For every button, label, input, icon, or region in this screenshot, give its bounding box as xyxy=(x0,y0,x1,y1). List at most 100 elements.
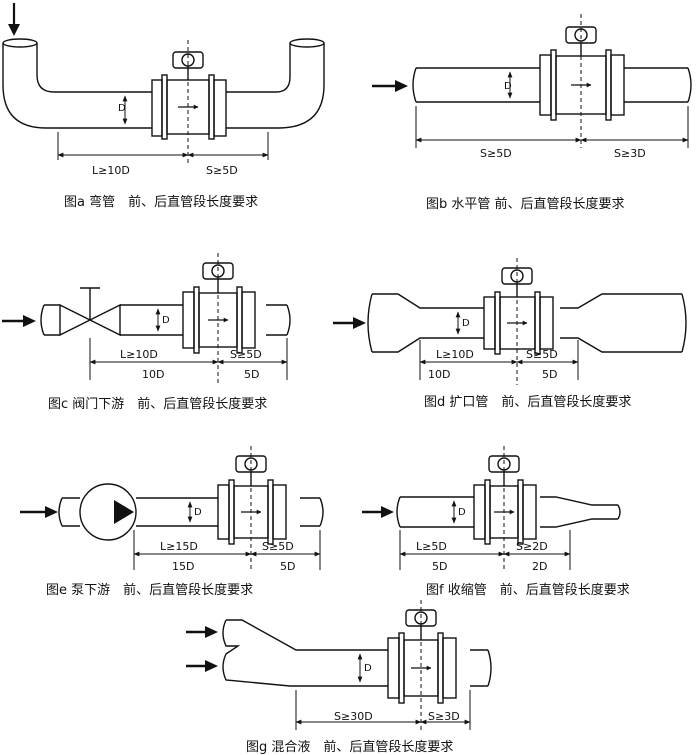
caption-d: 图d 扩口管 前、后直管段长度要求 xyxy=(424,394,631,410)
pipe-diameter-label: D xyxy=(364,663,372,674)
pipe-end xyxy=(367,293,373,353)
pipe-diameter-label: D xyxy=(118,103,126,114)
pipe-outline xyxy=(372,293,484,353)
upstream-length-label: L≥10D xyxy=(436,348,474,361)
pipe-outline xyxy=(470,649,488,687)
pipe-outline xyxy=(624,67,688,103)
left-flange xyxy=(483,296,496,350)
flow-arrow-head-icon xyxy=(23,315,36,327)
downstream-length-label: S≥5D xyxy=(262,540,294,553)
right-flange xyxy=(442,637,457,699)
downstream-length-label: S≥5D xyxy=(206,164,238,177)
left-flange-ring xyxy=(161,74,168,140)
pipe-outline xyxy=(226,43,325,129)
upstream-length-value: 15D xyxy=(172,560,194,573)
pipe-end xyxy=(687,67,692,103)
upstream-length-label: L≥15D xyxy=(160,540,198,553)
left-flange-ring xyxy=(550,49,557,121)
pipe-outline xyxy=(416,67,540,103)
caption-g: 图g 混合液 前、后直管段长度要求 xyxy=(246,739,453,755)
downstream-length-label: S≥3D xyxy=(614,147,646,160)
downstream-length-label: S≥5D xyxy=(526,348,558,361)
right-flange-ring xyxy=(437,632,444,704)
caption-b: 图b 水平管 前、后直管段长度要求 xyxy=(426,196,625,212)
right-flange-ring xyxy=(208,74,215,140)
flow-arrow-head-icon xyxy=(205,660,218,672)
right-flange-ring xyxy=(534,291,541,355)
downstream-length-value: 5D xyxy=(244,368,259,381)
pipe-diameter-label: D xyxy=(194,507,202,518)
flow-arrow-head-icon xyxy=(205,626,218,638)
upstream-length-label: L≥5D xyxy=(416,540,447,553)
right-flange xyxy=(213,79,227,137)
pipe-end xyxy=(681,293,687,353)
pipe-outline xyxy=(222,619,388,687)
left-flange xyxy=(151,79,163,137)
left-flange-ring xyxy=(398,632,405,704)
downstream-length-label: S≥2D xyxy=(516,540,548,553)
pipe-diameter-label: D xyxy=(504,81,512,92)
left-flange xyxy=(387,637,400,699)
downstream-length-value: 2D xyxy=(532,560,547,573)
upstream-length-label: L≥10D xyxy=(92,164,130,177)
left-flange xyxy=(182,291,195,349)
flow-arrow-head-icon xyxy=(353,317,366,329)
diagram-a xyxy=(2,3,325,165)
upstream-length-value: 10D xyxy=(428,368,450,381)
right-flange-ring xyxy=(267,479,274,545)
pipe-outline xyxy=(540,496,618,528)
pipe-end xyxy=(487,649,492,687)
diagram-g xyxy=(186,600,492,730)
left-flange-ring xyxy=(494,291,501,355)
pipe-outline xyxy=(226,43,291,93)
caption-c: 图c 阀门下游 前、后直管段长度要求 xyxy=(48,396,267,412)
caption-f: 图f 收缩管 前、后直管段长度要求 xyxy=(426,582,630,598)
upstream-length-label: L≥10D xyxy=(120,348,158,361)
pipe-outline xyxy=(36,43,152,93)
upstream-length-value: 10D xyxy=(142,368,164,381)
right-flange xyxy=(272,484,287,540)
downstream-length-value: 5D xyxy=(542,368,557,381)
upstream-length-label: S≥30D xyxy=(334,710,373,723)
pipe-outline xyxy=(400,496,474,528)
pipe-end xyxy=(396,496,401,528)
pipe-outline xyxy=(266,304,287,336)
pipe-end xyxy=(40,304,45,336)
left-flange xyxy=(539,54,552,116)
diagram-f xyxy=(362,446,621,572)
pipe-opening xyxy=(2,38,38,48)
downstream-length-label: S≥5D xyxy=(230,348,262,361)
caption-a: 图a 弯管 前、后直管段长度要求 xyxy=(64,194,258,210)
diagram-c xyxy=(2,253,291,385)
pipe-outline xyxy=(560,293,682,353)
pipe-opening xyxy=(289,38,325,48)
pipe-outline xyxy=(44,304,60,336)
right-flange xyxy=(539,296,554,350)
right-flange-ring xyxy=(605,49,612,121)
flow-arrow-head-icon xyxy=(395,80,408,92)
right-flange xyxy=(241,291,256,349)
upstream-length-label: S≥5D xyxy=(480,147,512,160)
diagram-d xyxy=(333,258,687,385)
pipe-end xyxy=(412,67,417,103)
pipe-end xyxy=(286,304,291,336)
flow-arrow-head-icon xyxy=(45,506,58,518)
pipe-diameter-label: D xyxy=(462,318,470,329)
pipe-outline xyxy=(2,43,152,129)
pipe-outline xyxy=(62,497,80,527)
pipe-outline xyxy=(136,497,218,527)
upstream-length-value: 5D xyxy=(432,560,447,573)
downstream-length-label: S≥3D xyxy=(428,710,460,723)
pipe-outline xyxy=(120,304,183,336)
pump-direction-icon xyxy=(114,500,134,524)
pump-icon xyxy=(79,483,137,541)
right-flange xyxy=(522,484,537,540)
right-flange-ring xyxy=(236,286,243,354)
flow-arrow-head-icon xyxy=(381,506,394,518)
pipe-outline xyxy=(300,497,320,527)
left-flange-ring xyxy=(228,479,235,545)
pipe-end xyxy=(319,497,324,527)
pipe-end xyxy=(617,504,621,520)
